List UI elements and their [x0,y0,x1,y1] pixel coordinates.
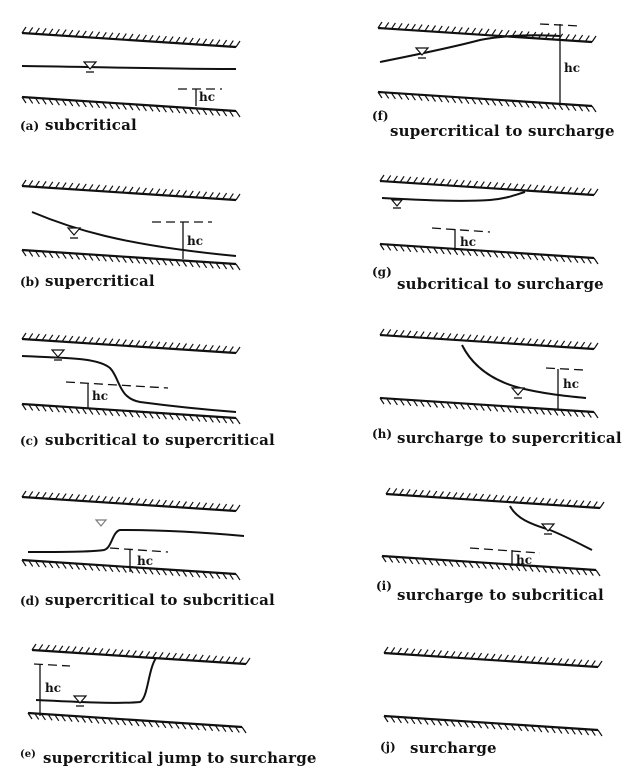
critical-depth-label: hc [564,61,580,75]
panel-label: (h) [372,427,392,441]
panel-caption: subcritical to surcharge [397,275,604,293]
panel-c: hc (c) subcritical to supercritical [20,332,275,449]
panel-caption: surcharge to supercritical [397,429,622,447]
water-surface [27,528,245,553]
water-surface [381,191,526,202]
pipe-invert [381,554,601,577]
panel-label: (i) [376,579,392,593]
panel-label: (f) [372,109,389,123]
water-surface [31,211,237,257]
pipe-crown [379,328,599,351]
panel-label: (g) [372,265,392,279]
panel-h: hc (h) surcharge to supercritical [372,328,622,447]
water-surface [35,657,157,704]
panel-caption: subcritical to supercritical [45,431,275,449]
critical-depth-line [431,227,491,233]
water-surface [509,505,593,551]
critical-depth-label: hc [563,377,579,391]
critical-depth-line [469,547,541,554]
pipe-crown [21,490,241,513]
pipe-invert [383,714,603,737]
pipe-invert [27,711,247,734]
panel-label: (b) [20,275,40,289]
water-surface [379,34,561,63]
panel-b: hc (b) supercritical [20,179,241,290]
pipe-crown [21,179,241,202]
panel-f: hc (f) supercritical to surcharge [372,21,615,140]
critical-depth-line [545,367,585,371]
critical-depth-line [65,381,169,389]
critical-depth-label: hc [187,234,203,248]
pipe-crown [385,487,605,510]
panel-caption: supercritical to surcharge [390,122,615,140]
water-surface-symbol [390,199,404,209]
critical-depth-label: hc [45,681,61,695]
pipe-crown [383,646,603,669]
critical-depth-label: hc [92,389,108,403]
pipe-crown [31,643,251,666]
water-surface-symbol [50,349,66,361]
pipe-crown [379,174,599,197]
water-surface [21,65,237,70]
pipe-invert [379,242,599,265]
panel-caption: surcharge [410,739,497,757]
water-surface [21,355,237,413]
panel-label: (c) [20,434,39,448]
critical-depth-label: hc [199,90,215,104]
panel-d: hc (d) supercritical to subcritical [20,490,275,609]
pipe-invert [21,558,241,581]
critical-depth-label: hc [137,554,153,568]
panel-label: (e) [20,749,36,760]
critical-depth-label: hc [516,553,532,567]
water-surface-symbol [66,227,82,239]
pipe-invert [21,248,241,271]
panel-caption: supercritical to subcritical [45,591,275,609]
pipe-invert [377,90,597,113]
panel-a: hc (a) subcritical [20,26,241,134]
pipe-crown [21,332,241,355]
water-surface-symbol [414,47,430,59]
panel-caption: surcharge to subcritical [397,586,604,604]
panel-label: (j) [380,740,396,754]
pipe-invert [379,396,599,419]
panel-caption: supercritical [45,272,155,290]
critical-depth-label: hc [460,235,476,249]
water-surface-symbol [540,523,556,535]
panel-caption: subcritical [45,116,137,134]
water-surface-symbol [94,519,108,527]
pipe-invert [21,95,241,118]
panel-e: hc (e) supercritical jump to surcharge [20,643,317,767]
panel-g: hc (g) subcritical to surcharge [372,174,604,293]
panel-j: (j) surcharge [380,646,603,757]
panel-caption: supercritical jump to surcharge [43,749,317,767]
panel-i: hc (i) surcharge to subcritical [376,487,605,604]
panel-label: (a) [20,119,39,133]
water-surface-symbol [82,61,98,73]
water-surface-symbol [72,695,88,707]
pipe-invert [21,402,241,425]
pipe-crown [21,26,241,49]
panel-label: (d) [20,594,40,608]
critical-depth-line [109,547,169,553]
water-surface-symbol [510,387,526,399]
